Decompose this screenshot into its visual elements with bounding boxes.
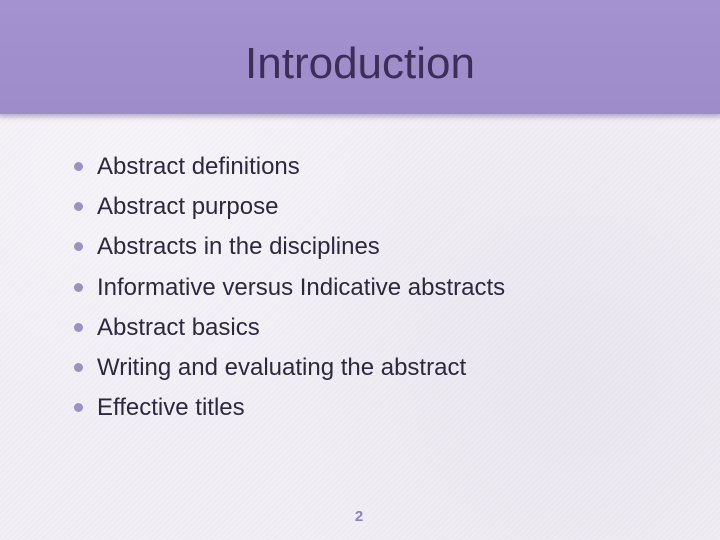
bullet-dot-icon xyxy=(74,242,83,252)
bullet-dot-icon xyxy=(74,282,83,292)
list-item: Abstracts in the disciplines xyxy=(74,230,505,270)
title-band: Introduction xyxy=(0,0,720,120)
bullet-dot-icon xyxy=(74,202,83,212)
bullet-dot-icon xyxy=(74,362,83,372)
bullet-dot-icon xyxy=(74,403,83,413)
list-item: Writing and evaluating the abstract xyxy=(74,351,505,391)
list-item-text: Effective titles xyxy=(97,394,245,422)
list-item-text: Abstract definitions xyxy=(97,153,300,180)
page-title: Introduction xyxy=(245,39,475,88)
list-item: Abstract purpose xyxy=(74,190,505,230)
list-item-text: Informative versus Indicative abstracts xyxy=(97,273,506,301)
page-number: 2 xyxy=(354,508,364,525)
list-item-text: Abstracts in the disciplines xyxy=(97,233,380,261)
bullet-dot-icon xyxy=(74,322,83,332)
bullet-dot-icon xyxy=(74,162,83,171)
bullet-list: Abstract definitions Abstract purpose Ab… xyxy=(74,150,505,431)
list-item: Abstract definitions xyxy=(74,150,505,190)
list-item-text: Writing and evaluating the abstract xyxy=(97,353,467,381)
list-item-text: Abstract basics xyxy=(97,313,260,341)
list-item: Effective titles xyxy=(74,391,505,431)
list-item: Informative versus Indicative abstracts xyxy=(74,271,505,311)
list-item: Abstract basics xyxy=(74,311,505,351)
list-item-text: Abstract purpose xyxy=(97,193,279,221)
